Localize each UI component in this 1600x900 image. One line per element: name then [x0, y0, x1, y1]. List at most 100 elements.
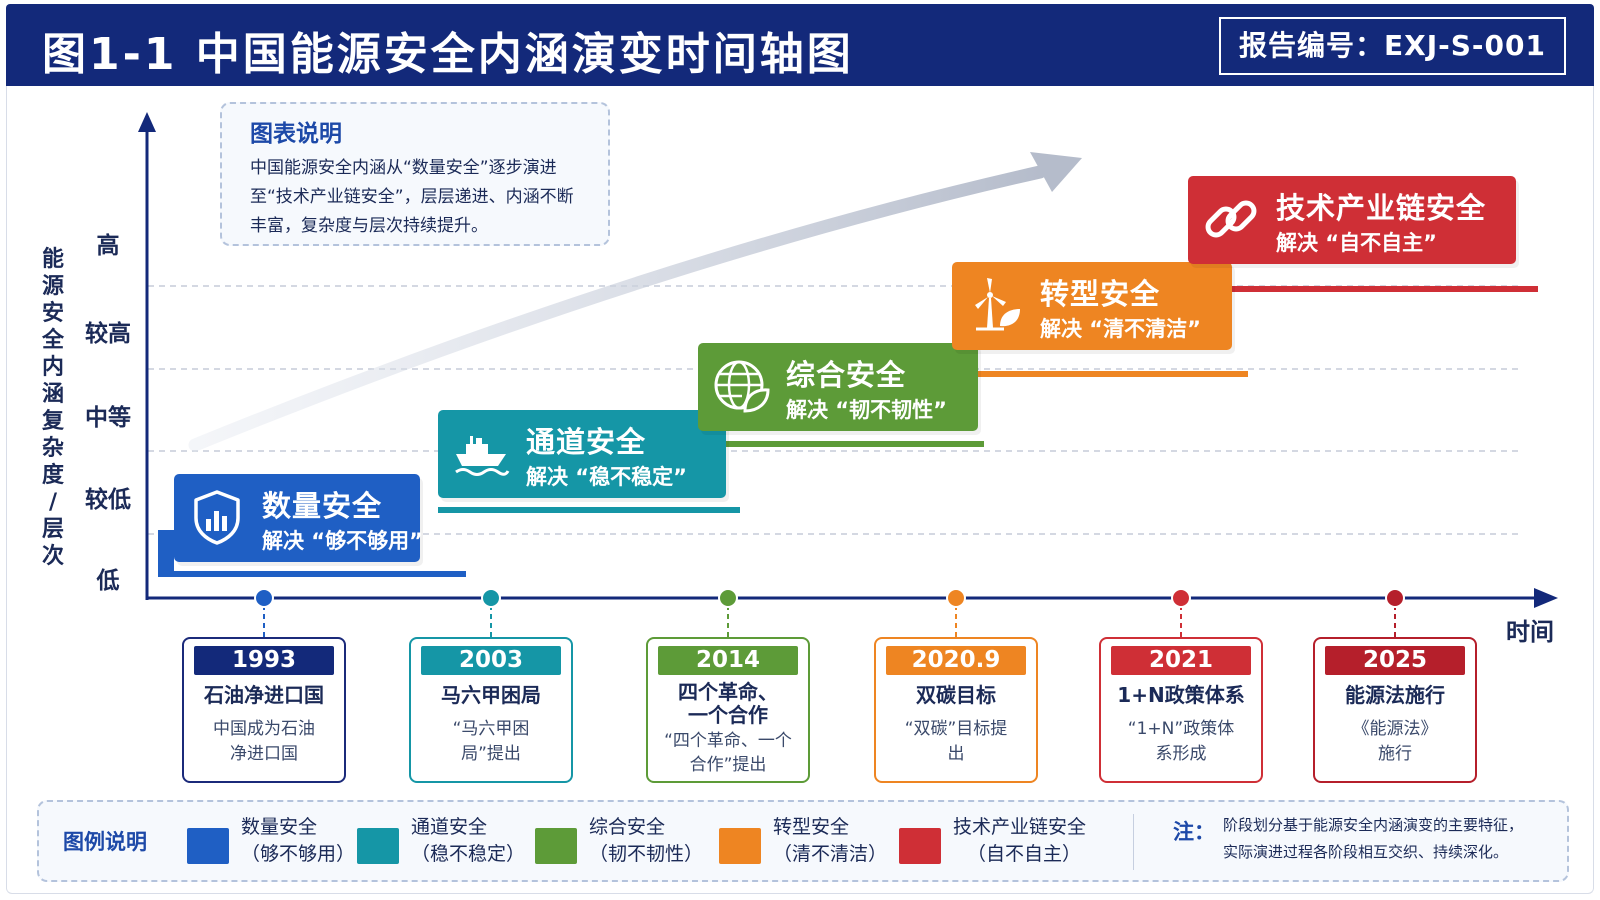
y-axis-label-char: 全	[41, 328, 64, 353]
stage-underline	[928, 371, 1248, 377]
legend-divider	[1133, 814, 1134, 870]
stage-subtitle: 解决 “稳不稳定”	[526, 465, 687, 489]
y-axis-label-char: 复	[41, 409, 64, 434]
timeline-year: 2003	[421, 646, 561, 675]
y-axis-label: 能源安全内涵复杂度/层次	[38, 246, 68, 570]
timeline-dot	[254, 588, 274, 608]
stage-name: 技术产业链安全	[1276, 191, 1487, 225]
timeline-card-2014: 2014 四个革命、一个合作 “四个革命、一个合作”提出	[646, 637, 810, 783]
stage-subtitle: 解决 “韧不韧性”	[786, 398, 947, 422]
timeline-event: 四个革命、一个合作	[678, 680, 778, 727]
timeline-detail: “马六甲困局”提出	[452, 719, 530, 764]
stage-underline	[438, 507, 740, 513]
legend-swatch	[357, 828, 399, 864]
legend-swatch	[719, 828, 761, 864]
y-axis-label-char: 层	[41, 517, 64, 542]
timeline-event: 石油净进口国	[204, 683, 324, 707]
legend-box: 图例说明 数量安全 （够不够用） 通道安全 （稳不稳定） 综合安全 （韧不韧性）…	[37, 800, 1569, 882]
stage-underline	[158, 571, 466, 577]
timeline-dot	[1171, 588, 1191, 608]
timeline-detail: “双碳”目标提出	[904, 719, 1008, 764]
timeline-detail: “1+N”政策体系形成	[1127, 719, 1235, 764]
y-axis-label-char: 度	[41, 463, 64, 488]
y-axis-label-char: 次	[41, 544, 64, 569]
note-label: 注：	[1173, 820, 1215, 844]
timeline-card-2021: 2021 1+N政策体系 “1+N”政策体系形成	[1099, 637, 1263, 783]
stage-card-tech-chain: 技术产业链安全 解决 “自不自主”	[1188, 176, 1516, 264]
y-tick-medium: 中等	[85, 405, 131, 431]
legend-item-name: 综合安全	[589, 816, 666, 838]
shield-chart-icon	[194, 490, 240, 545]
chart-description: 图表说明 中国能源安全内涵从“数量安全”逐步演进至“技术产业链安全”，层层递进、…	[220, 102, 610, 246]
timeline-event: 马六甲困局	[441, 683, 541, 707]
legend-item-sub: （清不清洁）	[773, 843, 888, 865]
stage-card-transition: 转型安全 解决 “清不清洁”	[952, 262, 1232, 350]
legend-item-name: 转型安全	[773, 816, 850, 838]
stage-card-channel: 通道安全 解决 “稳不稳定”	[438, 410, 726, 498]
x-axis-label: 时间	[1506, 618, 1554, 646]
y-axis-label-char: 涵	[41, 382, 64, 407]
timeline-detail: 《能源法》施行	[1352, 719, 1438, 764]
stage-card-comprehensive: 综合安全 解决 “韧不韧性”	[698, 343, 978, 431]
legend-swatch	[899, 828, 941, 864]
wind-turbine-icon	[975, 278, 1020, 331]
timeline-card-2020-9: 2020.9 双碳目标 “双碳”目标提出	[874, 637, 1038, 783]
y-tick-mid-high: 较高	[85, 321, 131, 347]
stage-card-quantity: 数量安全 解决 “够不够用”	[174, 474, 423, 562]
timeline-event: 1+N政策体系	[1117, 683, 1245, 707]
timeline-detail: 中国成为石油净进口国	[213, 719, 315, 764]
timeline-event: 双碳目标	[916, 683, 996, 707]
stage-name: 转型安全	[1040, 277, 1161, 311]
stage-underline	[682, 441, 984, 447]
chain-link-icon	[1205, 200, 1257, 238]
legend-item-name: 数量安全	[241, 816, 318, 838]
stage-name: 数量安全	[262, 489, 383, 523]
legend-item-sub: （自不自主）	[967, 843, 1082, 865]
y-axis-label-char: /	[48, 490, 58, 515]
stage-subtitle: 解决 “自不自主”	[1276, 231, 1437, 255]
note-text: 阶段划分基于能源安全内涵演变的主要特征， 实际演进过程各阶段相互交织、持续深化。	[1223, 812, 1523, 866]
timeline-year: 2025	[1325, 646, 1465, 675]
timeline-dot	[718, 588, 738, 608]
timeline-card-2003: 2003 马六甲困局 “马六甲困局”提出	[409, 637, 573, 783]
legend-item-sub: （稳不稳定）	[411, 843, 526, 865]
description-title: 图表说明	[250, 121, 342, 147]
report-number: 报告编号：EXJ-S-001	[1219, 17, 1566, 75]
stage-underline	[1166, 286, 1538, 292]
note-line: 阶段划分基于能源安全内涵演变的主要特征，	[1223, 816, 1524, 834]
timeline-event: 能源法施行	[1345, 683, 1445, 707]
y-tick-low: 低	[96, 568, 120, 594]
x-axis-arrow	[1534, 588, 1558, 608]
timeline-dot	[481, 588, 501, 608]
y-axis-label-char: 源	[41, 274, 64, 299]
header-bar: 图1-1 中国能源安全内涵演变时间轴图 报告编号：EXJ-S-001	[6, 4, 1594, 86]
stage-subtitle: 解决 “清不清洁”	[1040, 317, 1201, 341]
y-axis-label-char: 内	[41, 355, 64, 380]
timeline-year: 1993	[194, 646, 334, 675]
page-title: 图1-1 中国能源安全内涵演变时间轴图	[42, 29, 854, 80]
stage-underline	[158, 530, 174, 577]
legend-item-name: 技术产业链安全	[953, 816, 1087, 838]
legend-item-name: 通道安全	[411, 816, 488, 838]
legend-swatch	[187, 828, 229, 864]
legend-item-sub: （够不够用）	[241, 843, 356, 865]
legend-item-sub: （韧不韧性）	[589, 843, 704, 865]
timeline-card-1993: 1993 石油净进口国 中国成为石油净进口国	[182, 637, 346, 783]
y-axis-label-char: 安	[41, 301, 64, 326]
y-tick-high: 高	[96, 233, 120, 259]
y-axis-arrow	[138, 112, 156, 132]
y-axis-label-char: 杂	[41, 436, 64, 461]
timeline-dot	[946, 588, 966, 608]
timeline-dot	[1385, 588, 1405, 608]
y-tick-mid-low: 较低	[85, 487, 131, 513]
globe-leaf-icon	[714, 360, 770, 413]
legend-title: 图例说明	[63, 830, 147, 854]
timeline-card-2025: 2025 能源法施行 《能源法》施行	[1313, 637, 1477, 783]
stage-name: 综合安全	[786, 358, 907, 392]
timeline-detail: “四个革命、一个合作”提出	[664, 731, 792, 775]
trend-arrow-head	[1030, 152, 1082, 192]
timeline-year: 2021	[1111, 646, 1251, 675]
description-text: 中国能源安全内涵从“数量安全”逐步演进至“技术产业链安全”，层层递进、内涵不断丰…	[250, 158, 574, 236]
timeline-year: 2014	[658, 646, 798, 675]
